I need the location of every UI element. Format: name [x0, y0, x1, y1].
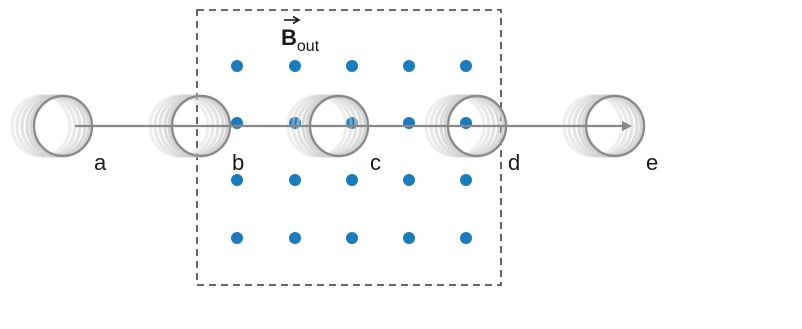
field-label: Bout [281, 15, 320, 55]
dot-out-of-page-icon [289, 174, 301, 186]
field-symbol: B [281, 25, 297, 50]
dot-out-of-page-icon [289, 60, 301, 72]
dot-out-of-page-icon [460, 174, 472, 186]
dot-out-of-page-icon [403, 232, 415, 244]
dot-out-of-page-icon [346, 232, 358, 244]
dot-out-of-page-icon [460, 232, 472, 244]
dot-out-of-page-icon [403, 60, 415, 72]
dot-out-of-page-icon [231, 60, 243, 72]
dot-out-of-page-icon [403, 117, 415, 129]
dot-out-of-page-icon [289, 232, 301, 244]
svg-text:Bout: Bout [281, 25, 320, 55]
position-label-b: b [232, 150, 244, 175]
dot-out-of-page-icon [231, 117, 243, 129]
position-label-c: c [370, 150, 381, 175]
dot-out-of-page-icon [460, 117, 472, 129]
field-subscript: out [297, 38, 320, 55]
dot-out-of-page-icon [346, 174, 358, 186]
dot-out-of-page-icon [460, 60, 472, 72]
field-region [196, 9, 502, 286]
dot-out-of-page-icon [403, 174, 415, 186]
dot-out-of-page-icon [231, 232, 243, 244]
vector-arrowhead-icon [292, 15, 301, 25]
dot-out-of-page-icon [346, 60, 358, 72]
position-label-a: a [94, 150, 107, 175]
position-label-d: d [508, 150, 520, 175]
dot-out-of-page-icon [231, 174, 243, 186]
position-label-e: e [646, 150, 658, 175]
